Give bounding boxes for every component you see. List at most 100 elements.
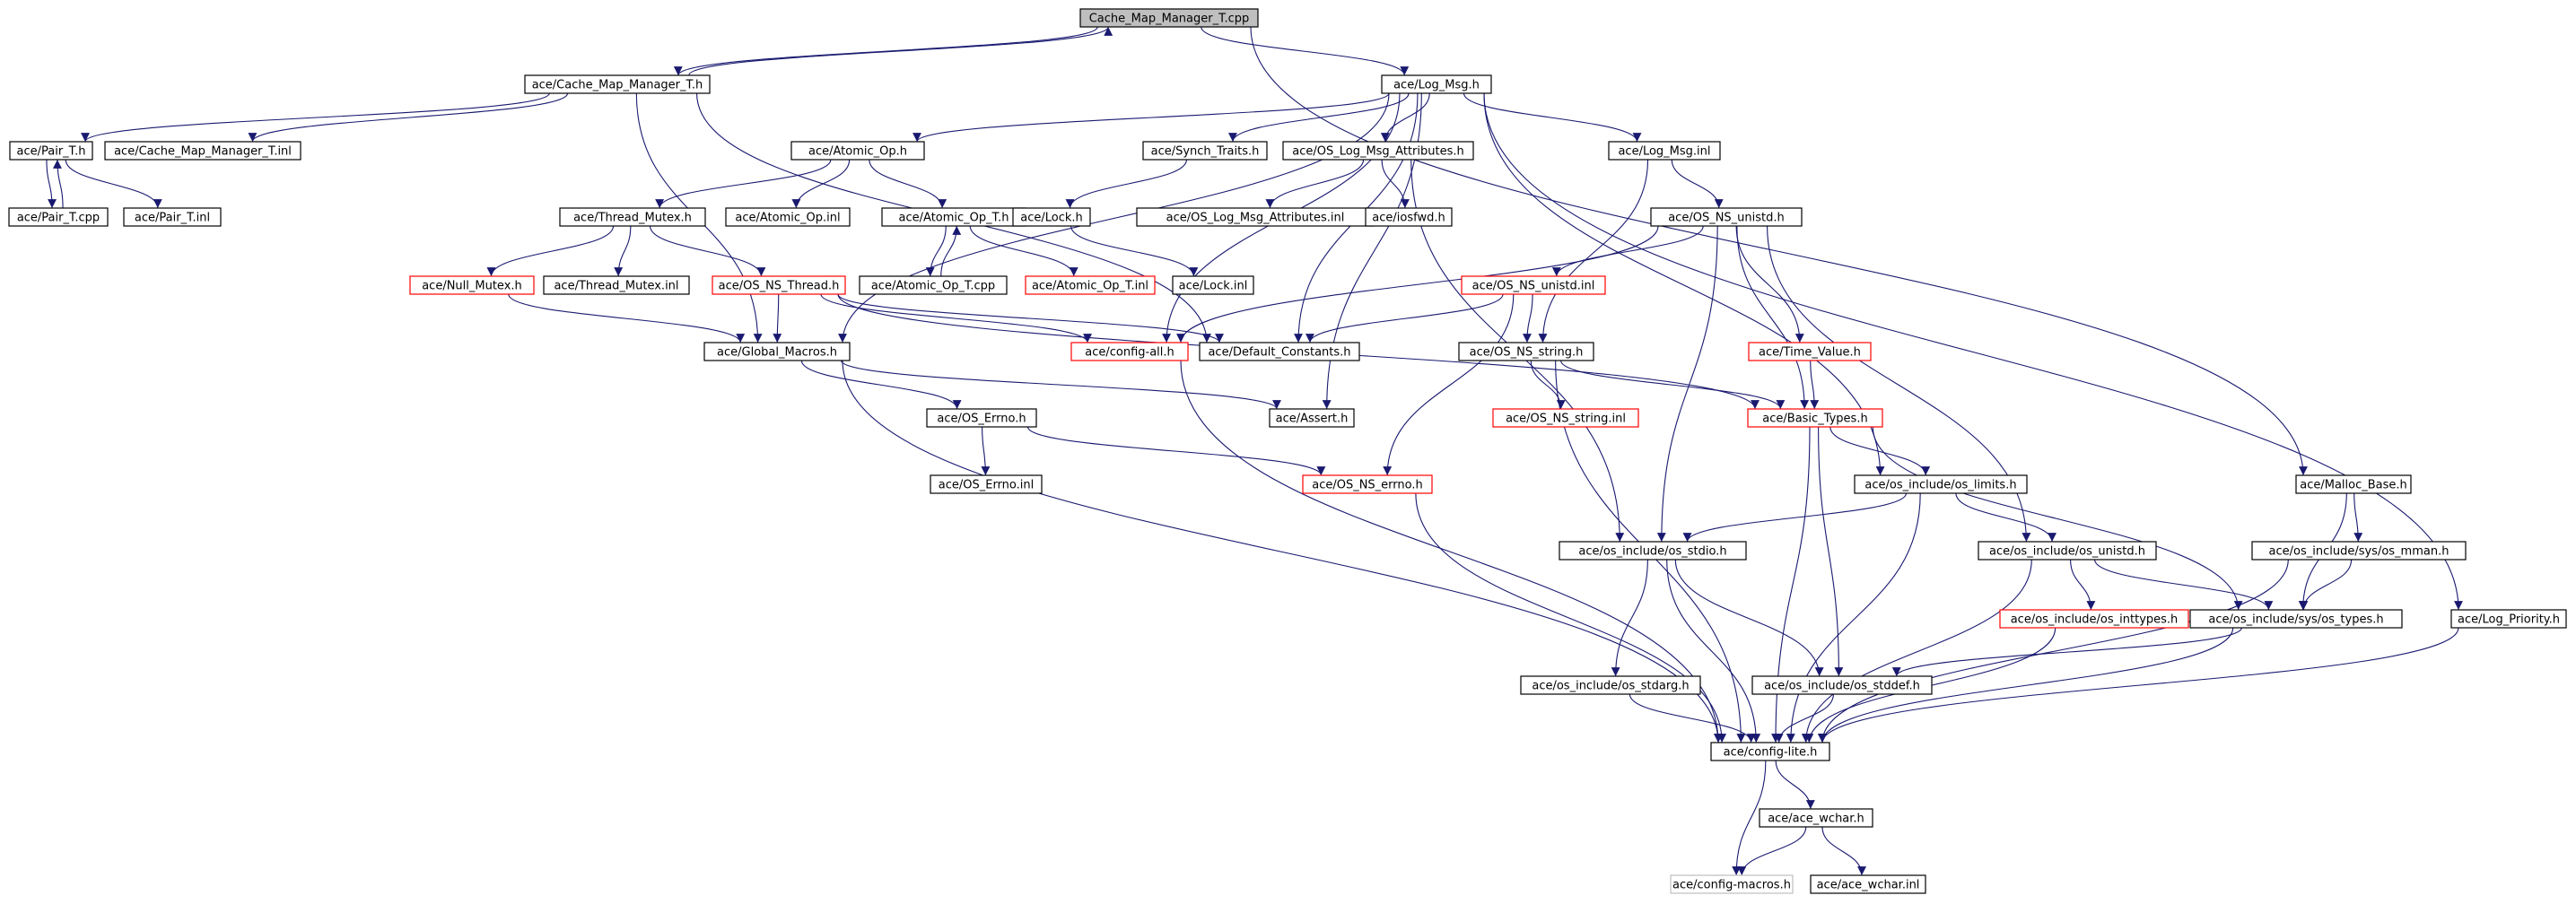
edge-log_msg_inl-to-os_ns_string_h (1538, 159, 1649, 343)
node-box (790, 141, 925, 161)
node-config-all-h[interactable]: ace/config-all.h (1070, 342, 1189, 361)
node-config-macros-h[interactable]: ace/config-macros.h (1670, 874, 1794, 894)
edge-os_errno_h-to-os_ns_errno_h (1027, 426, 1326, 476)
node-log-priority-h[interactable]: ace/Log_Priority.h (2450, 609, 2567, 629)
node-atomic-op-t-h[interactable]: ace/Atomic_Op_T.h (881, 207, 1026, 227)
node-thread-mutex-inl[interactable]: ace/Thread_Mutex.inl (543, 275, 690, 295)
node-null-mutex-h[interactable]: ace/Null_Mutex.h (409, 275, 535, 295)
edge-config_lite_h-to-ace_wchar_h (1775, 760, 1815, 810)
node-box (1458, 342, 1594, 361)
edge-atomic_op_t_cpp-to-atomic_op_t_h (940, 225, 962, 277)
node-box (1670, 874, 1794, 894)
node-os-inttypes-h[interactable]: ace/os_include/os_inttypes.h (1999, 609, 2189, 629)
node-os-ns-errno-h[interactable]: ace/OS_NS_errno.h (1302, 474, 1433, 494)
node-label: ace/OS_Log_Msg_Attributes.inl (1166, 212, 1345, 225)
node-os-errno-h[interactable]: ace/OS_Errno.h (926, 408, 1037, 428)
node-config-lite-h[interactable]: ace/config-lite.h (1710, 742, 1830, 761)
node-sys-os-mman-h[interactable]: ace/os_include/sys/os_mman.h (2251, 541, 2467, 561)
node-os-limits-h[interactable]: ace/os_include/os_limits.h (1854, 474, 2028, 494)
node-os-stdio-h[interactable]: ace/os_include/os_stdio.h (1559, 541, 1747, 561)
edge-os_ns_thread_h-to-config_all_h (820, 293, 1092, 343)
node-box (1012, 207, 1091, 227)
node-label: ace/Basic_Types.h (1762, 413, 1867, 426)
node-label: ace/Assert.h (1276, 413, 1349, 426)
node-os-ns-unistd-inl[interactable]: ace/OS_NS_unistd.inl (1461, 275, 1606, 295)
node-synch-traits-h[interactable]: ace/Synch_Traits.h (1142, 141, 1268, 161)
node-iosfwd-h[interactable]: ace/iosfwd.h (1365, 207, 1453, 227)
node-box (1025, 275, 1156, 295)
node-root[interactable]: Cache_Map_Manager_T.cpp (1079, 8, 1259, 28)
edge-atomic_op_h-to-atomic_op_inl (791, 159, 851, 209)
node-cmm-h[interactable]: ace/Cache_Map_Manager_T.h (524, 74, 711, 94)
node-box (543, 275, 690, 295)
edge-root-to-cmm_h (674, 26, 1098, 76)
node-box (1079, 8, 1259, 28)
node-os-errno-inl[interactable]: ace/OS_Errno.inl (930, 474, 1043, 494)
node-box (1978, 541, 2157, 561)
node-label: ace/os_include/sys/os_types.h (2208, 613, 2383, 627)
node-malloc-base-h[interactable]: ace/Malloc_Base.h (2295, 474, 2412, 494)
node-os-stddef-h[interactable]: ace/os_include/os_stddef.h (1751, 675, 1933, 695)
node-box (1461, 275, 1606, 295)
node-time-value-h[interactable]: ace/Time_Value.h (1748, 342, 1872, 361)
node-os-stdarg-h[interactable]: ace/os_include/os_stdarg.h (1520, 675, 1701, 695)
node-pair-inl[interactable]: ace/Pair_T.inl (123, 207, 222, 227)
node-label: ace/Atomic_Op_T.cpp (871, 280, 995, 293)
edge-os_limits_h-to-config_lite_h (1786, 492, 1921, 743)
node-global-macros-h[interactable]: ace/Global_Macros.h (703, 342, 851, 361)
node-atomic-op-t-cpp[interactable]: ace/Atomic_Op_T.cpp (859, 275, 1008, 295)
edge-basic_types_h-to-config_lite_h (1771, 426, 1811, 743)
node-atomic-op-t-inl[interactable]: ace/Atomic_Op_T.inl (1025, 275, 1156, 295)
edge-config_lite_h-to-config_macros_h (1732, 760, 1767, 876)
node-os-ns-unistd-h[interactable]: ace/OS_NS_unistd.h (1650, 207, 1803, 227)
node-assert-h[interactable]: ace/Assert.h (1269, 408, 1355, 428)
node-cmm-inl[interactable]: ace/Cache_Map_Manager_T.inl (104, 141, 301, 161)
node-label: ace/config-macros.h (1672, 879, 1791, 892)
node-atomic-op-inl[interactable]: ace/Atomic_Op.inl (725, 207, 851, 227)
node-os-ns-string-inl[interactable]: ace/OS_NS_string.inl (1492, 408, 1639, 428)
node-box (1492, 408, 1639, 428)
edge-os_ns_unistd_inl-to-os_ns_errno_h (1383, 293, 1515, 476)
node-log-msg-inl[interactable]: ace/Log_Msg.inl (1608, 141, 1721, 161)
edge-os_ns_thread_h-to-global_macros_h (773, 293, 782, 343)
node-ace-wchar-inl[interactable]: ace/ace_wchar.inl (1810, 874, 1926, 894)
edge-os_stdio_h-to-os_stddef_h (1674, 559, 1824, 677)
node-label: ace/OS_NS_unistd.h (1668, 212, 1785, 225)
node-os-unistd-h[interactable]: ace/os_include/os_unistd.h (1978, 541, 2157, 561)
node-label: ace/OS_NS_string.h (1470, 346, 1584, 360)
node-label: ace/os_include/os_limits.h (1864, 479, 2016, 492)
edge-ace_wchar_h-to-ace_wchar_inl (1821, 826, 1866, 876)
node-os-log-attr-h[interactable]: ace/OS_Log_Msg_Attributes.h (1282, 141, 1474, 161)
node-box (1302, 474, 1433, 494)
node-label: ace/os_include/sys/os_mman.h (2269, 545, 2449, 559)
node-ace-wchar-h[interactable]: ace/ace_wchar.h (1759, 808, 1873, 828)
node-lock-h[interactable]: ace/Lock.h (1012, 207, 1091, 227)
edge-os_ns_unistd_h-to-basic_types_h (1736, 225, 1810, 410)
node-box (1365, 207, 1453, 227)
node-default-constants-h[interactable]: ace/Default_Constants.h (1199, 342, 1360, 361)
node-label: ace/Lock.h (1020, 212, 1083, 225)
node-thread-mutex-h[interactable]: ace/Thread_Mutex.h (559, 207, 706, 227)
edge-os_ns_unistd_h-to-os_unistd_h (1767, 225, 2031, 543)
node-pair-cpp[interactable]: ace/Pair_T.cpp (8, 207, 109, 227)
node-label: ace/Synch_Traits.h (1151, 145, 1260, 159)
node-lock-inl[interactable]: ace/Lock.inl (1172, 275, 1254, 295)
edge-null_mutex_h-to-global_macros_h (508, 293, 746, 343)
node-label: ace/Pair_T.inl (135, 212, 210, 225)
node-label: ace/Log_Msg.inl (1618, 145, 1710, 159)
node-pair-h[interactable]: ace/Pair_T.h (9, 141, 93, 161)
node-os-ns-string-h[interactable]: ace/OS_NS_string.h (1458, 342, 1594, 361)
node-os-log-attr-inl[interactable]: ace/OS_Log_Msg_Attributes.inl (1136, 207, 1375, 227)
node-log-msg-h[interactable]: ace/Log_Msg.h (1381, 74, 1492, 94)
edge-sys_os_mman_h-to-config_lite_h (1818, 559, 2289, 743)
node-box (2450, 609, 2567, 629)
node-box (1172, 275, 1254, 295)
node-atomic-op-h[interactable]: ace/Atomic_Op.h (790, 141, 925, 161)
edge-os_ns_unistd_h-to-config_all_h (1176, 225, 1659, 343)
node-label: ace/Lock.inl (1179, 280, 1248, 293)
node-os-ns-thread-h[interactable]: ace/OS_NS_Thread.h (712, 275, 846, 295)
node-label: ace/Cache_Map_Manager_T.inl (114, 145, 292, 159)
node-basic-types-h[interactable]: ace/Basic_Types.h (1747, 408, 1883, 428)
node-sys-os-types-h[interactable]: ace/os_include/sys/os_types.h (2189, 609, 2403, 629)
edge-cmm_h-to-pair_h (81, 92, 550, 143)
